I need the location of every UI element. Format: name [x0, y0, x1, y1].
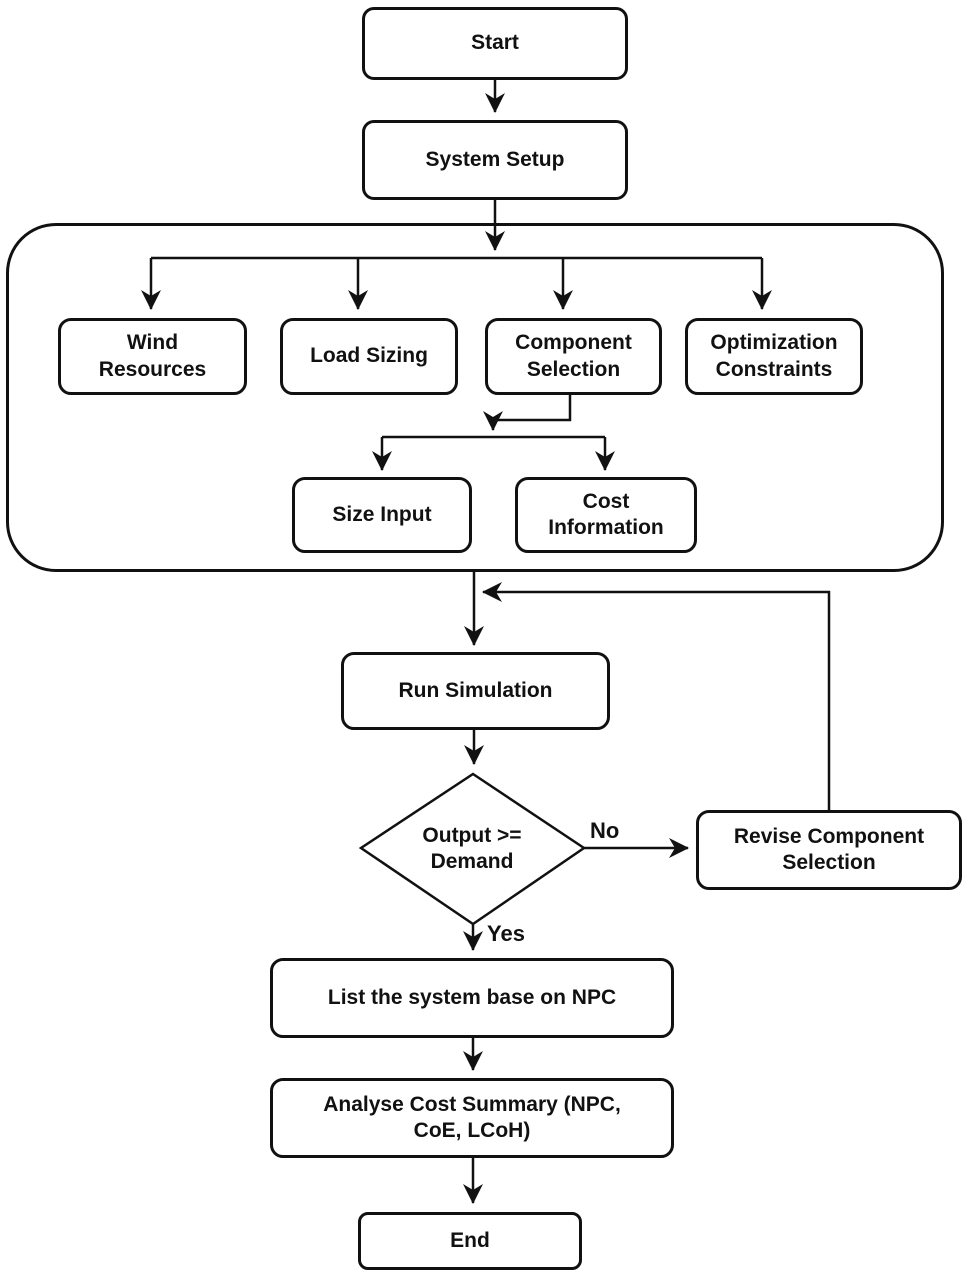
edge-label-no: No: [590, 818, 620, 843]
inputs-group-container: [6, 223, 944, 572]
node-revise-component-selection: Revise Component Selection: [696, 810, 962, 890]
node-cost-information-label: Cost Information: [548, 489, 664, 539]
node-size-input-label: Size Input: [332, 502, 432, 526]
node-run-simulation-label: Run Simulation: [398, 678, 553, 702]
node-cost-information: Cost Information: [515, 477, 697, 553]
node-start: Start: [362, 7, 628, 80]
node-system-setup-label: System Setup: [425, 147, 565, 171]
node-start-label: Start: [471, 31, 519, 55]
node-decision-label: Output >= Demand: [422, 823, 522, 873]
node-wind-resources: Wind Resources: [58, 318, 247, 395]
node-list-system-npc-label: List the system base on NPC: [327, 985, 617, 1009]
node-optimization-constraints-label: Optimization Constraints: [710, 331, 838, 381]
node-component-selection-label: Component Selection: [515, 331, 632, 381]
node-decision-label-wrap: Output >= Demand: [372, 807, 572, 891]
node-end-label: End: [450, 1228, 490, 1252]
node-component-selection: Component Selection: [485, 318, 662, 395]
node-end: End: [358, 1212, 582, 1270]
node-revise-component-selection-label: Revise Component Selection: [733, 824, 925, 874]
node-run-simulation: Run Simulation: [341, 652, 610, 730]
node-wind-resources-label: Wind Resources: [98, 331, 207, 381]
edge-label-yes: Yes: [487, 921, 525, 946]
node-load-sizing-label: Load Sizing: [310, 344, 428, 368]
node-size-input: Size Input: [292, 477, 472, 553]
node-load-sizing: Load Sizing: [280, 318, 458, 395]
node-analyse-cost-summary: Analyse Cost Summary (NPC, CoE, LCoH): [270, 1078, 674, 1158]
node-analyse-cost-summary-label: Analyse Cost Summary (NPC, CoE, LCoH): [323, 1092, 621, 1142]
edge-revise-feedback-to-run-simulation: [482, 582, 831, 810]
node-system-setup: System Setup: [362, 120, 628, 200]
node-optimization-constraints: Optimization Constraints: [685, 318, 863, 395]
node-list-system-npc: List the system base on NPC: [270, 958, 674, 1038]
edge-component-selection-to-subsplit: [483, 395, 572, 431]
